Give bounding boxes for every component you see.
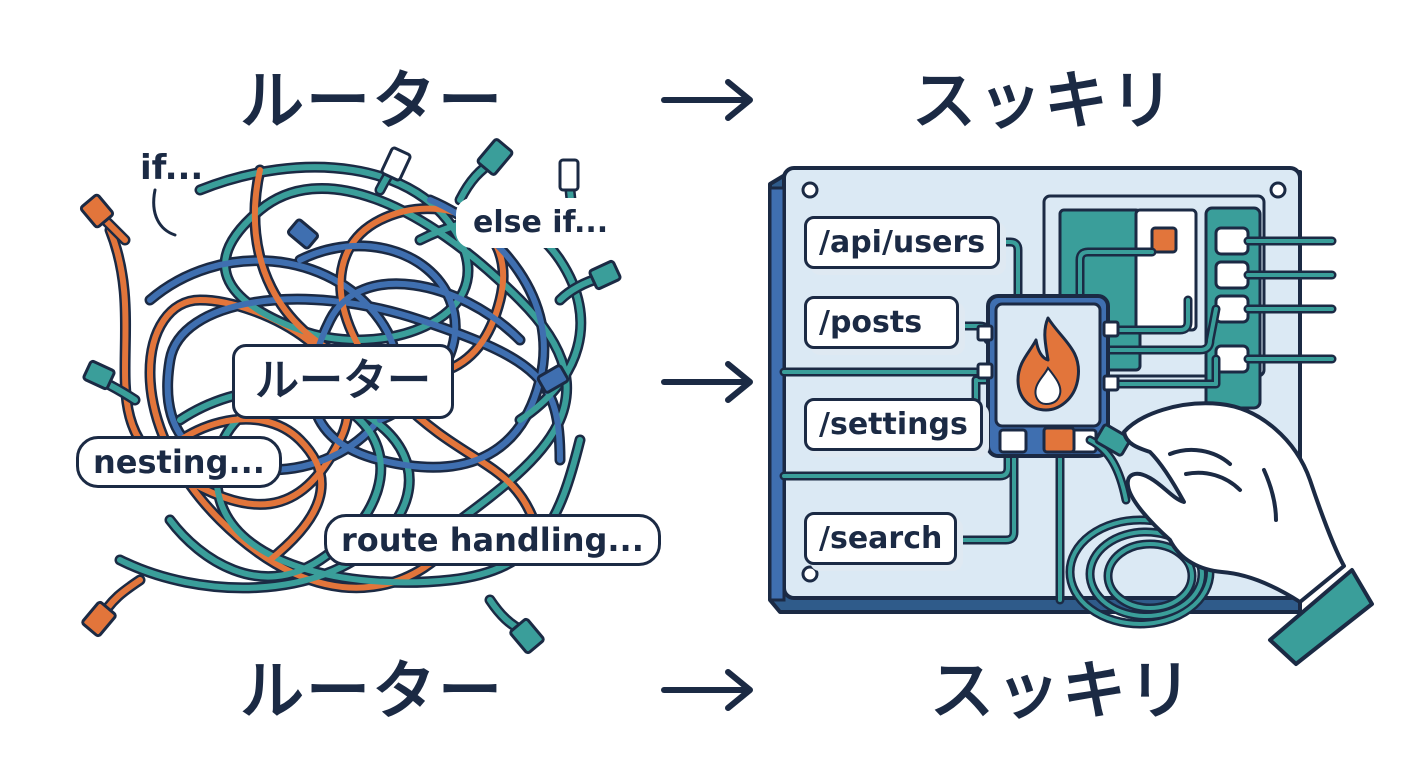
route-label-posts: /posts: [804, 296, 960, 349]
route-label-api-users: /api/users: [804, 216, 1001, 269]
route-label-search: /search: [804, 512, 958, 565]
hand-icon: [1122, 401, 1374, 666]
route-handling-bubble: route handling...: [324, 514, 661, 567]
heading-bottom-right: スッキリ: [930, 655, 1194, 729]
else-if-bubble: else if...: [456, 198, 626, 248]
heading-top-left: ルーター: [240, 65, 504, 139]
nesting-bubble: nesting...: [76, 436, 282, 489]
route-label-settings: /settings: [804, 398, 983, 451]
arrow-top-icon: [661, 79, 753, 121]
flame-icon: [1016, 316, 1080, 412]
center-router-bubble: ルーター: [232, 344, 454, 419]
if-label: if...: [140, 148, 204, 188]
heading-top-right: スッキリ: [912, 65, 1176, 139]
arrow-bottom-icon: [661, 669, 753, 711]
arrow-middle-icon: [661, 361, 753, 403]
heading-bottom-left: ルーター: [240, 655, 504, 729]
